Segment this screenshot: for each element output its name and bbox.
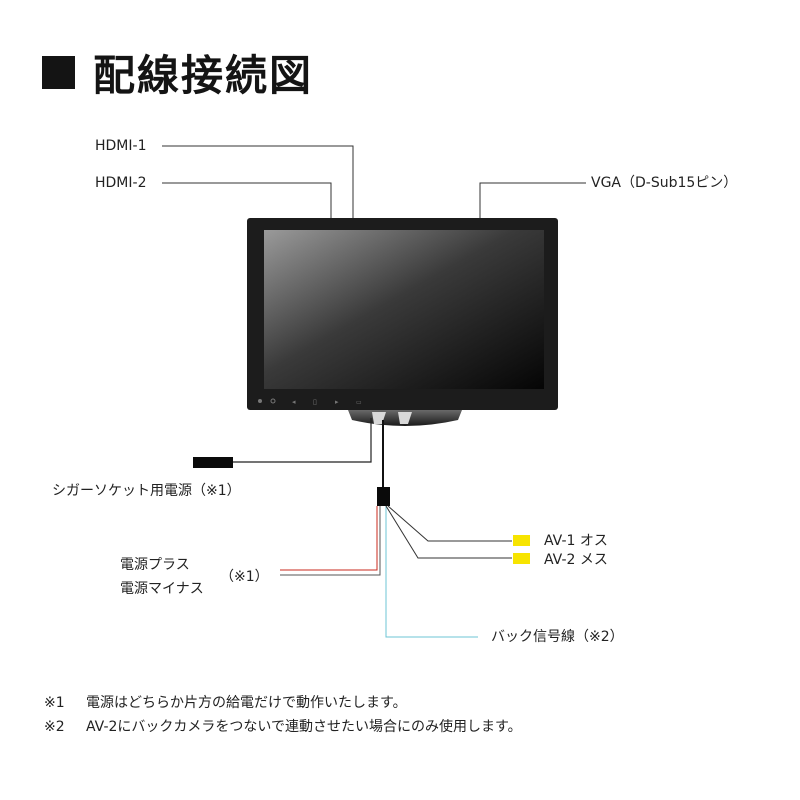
hdmi1-leader-line xyxy=(162,145,354,218)
left-arrow-icon: ◂ xyxy=(292,398,296,406)
power-plus-label: 電源プラス xyxy=(120,557,190,573)
junction-box xyxy=(377,487,390,506)
note-1: ※1 電源はどちらか片方の給電だけで動作いたします。 xyxy=(44,692,407,712)
note-2-mark: ※2 xyxy=(44,719,65,735)
source-icon: ▭ xyxy=(356,399,362,406)
note-1-mark: ※1 xyxy=(44,695,65,711)
power-led-icon xyxy=(258,399,262,403)
av1-label: AV-1 オス xyxy=(544,533,608,549)
power-minus-wire xyxy=(280,506,381,576)
hdmi2-leader-line xyxy=(162,182,332,218)
title-text: 配線接続図 xyxy=(93,50,314,100)
cigar-plug xyxy=(193,457,233,468)
hdmi2-label: HDMI-2 xyxy=(95,175,147,191)
av-wires xyxy=(385,505,512,559)
power-note-label: （※1） xyxy=(220,569,269,585)
note-2: ※2 AV-2にバックカメラをつないで連動させたい場合にのみ使用します。 xyxy=(44,716,522,736)
right-arrow-icon: ▸ xyxy=(335,398,339,406)
main-cable xyxy=(377,420,390,506)
back-signal-label: バック信号線（※2） xyxy=(491,629,624,645)
menu-icon: ▯ xyxy=(313,398,317,406)
monitor: ◂ ▯ ▸ ▭ xyxy=(247,218,558,426)
page-title: 配線接続図 xyxy=(42,40,313,104)
monitor-screen xyxy=(264,230,544,389)
note-1-text: 電源はどちらか片方の給電だけで動作いたします。 xyxy=(86,695,407,711)
vga-leader-line xyxy=(479,182,586,218)
title-square-icon xyxy=(42,55,75,89)
hdmi1-label: HDMI-1 xyxy=(95,138,147,154)
cigar-power-cable xyxy=(193,418,372,468)
av2-wire xyxy=(385,505,512,559)
av1-wire xyxy=(387,505,512,542)
av2-connector xyxy=(513,553,530,564)
power-wires xyxy=(280,506,381,576)
cigar-label: シガーソケット用電源（※1） xyxy=(52,483,241,499)
av1-connector xyxy=(513,535,530,546)
power-button-icon xyxy=(270,398,276,404)
back-signal-wire xyxy=(385,506,478,638)
stand-highlight-right xyxy=(398,412,412,424)
power-plus-wire xyxy=(280,506,378,571)
vga-label: VGA（D-Sub15ピン） xyxy=(591,175,738,191)
power-minus-label: 電源マイナス xyxy=(120,581,204,597)
note-2-text: AV-2にバックカメラをつないで連動させたい場合にのみ使用します。 xyxy=(86,719,522,735)
av2-label: AV-2 メス xyxy=(544,552,608,568)
